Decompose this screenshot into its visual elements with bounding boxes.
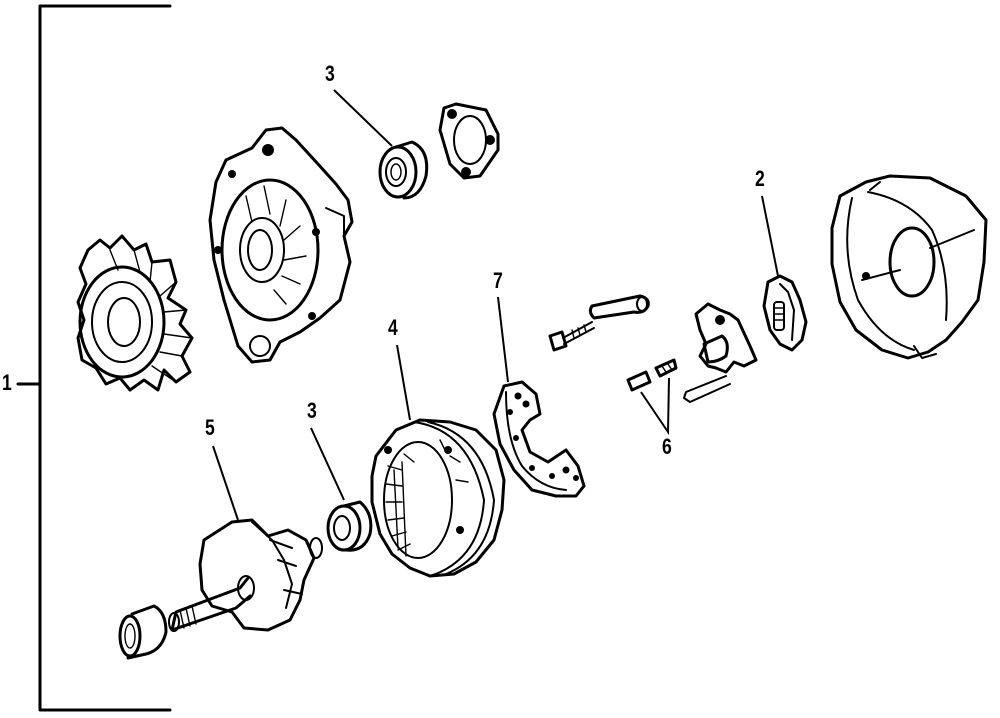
brushes-part	[626, 358, 678, 436]
assembly-bracket	[16, 4, 172, 712]
callout-label-6: 6	[662, 434, 672, 459]
callout-label-7: 7	[493, 268, 503, 293]
callout-label-3-front-bearing: 3	[325, 61, 335, 86]
callout-label-3-rear-bearing: 3	[307, 398, 317, 423]
bearing-retainer-plate-part	[438, 102, 500, 180]
pulley-fan-part	[76, 234, 194, 392]
front-bearing-part	[333, 89, 429, 200]
rear-housing-part	[830, 174, 988, 360]
callout-label-2: 2	[755, 166, 765, 191]
regulator-part	[761, 195, 808, 352]
brush-holder-part	[683, 302, 758, 403]
stator-part	[370, 344, 506, 578]
rotor-part	[118, 445, 323, 660]
insulator-sleeve-part	[588, 294, 650, 320]
callout-label-4: 4	[388, 315, 398, 340]
rear-bearing-part	[310, 427, 373, 552]
rectifier-part	[492, 296, 586, 498]
callout-label-1: 1	[2, 370, 12, 395]
callout-label-5: 5	[205, 415, 215, 440]
front-housing-part	[208, 126, 354, 364]
terminal-bolt-part	[548, 321, 595, 352]
